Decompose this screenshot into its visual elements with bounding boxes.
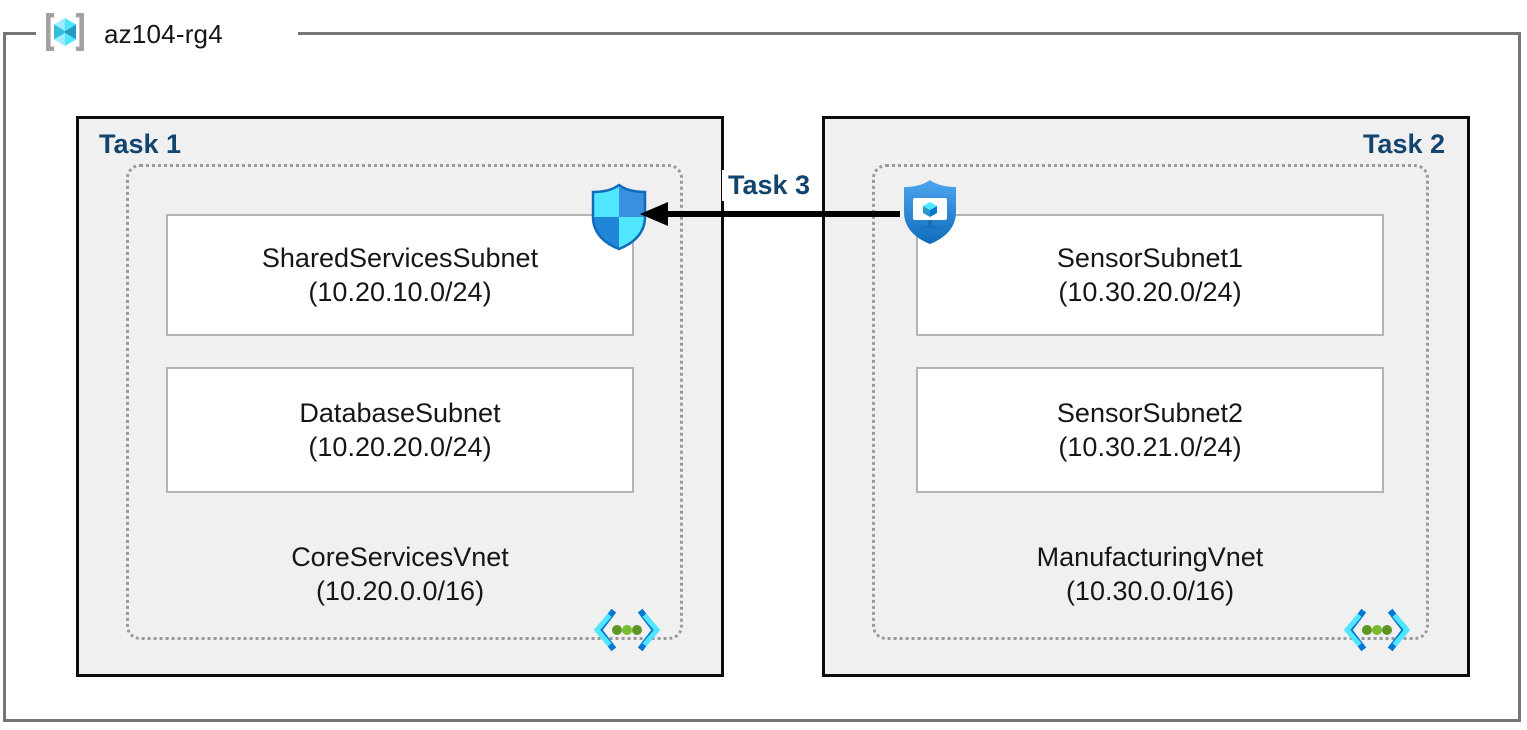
vnet-cidr: (10.20.0.0/16) (315, 576, 485, 607)
subnet-cidr: (10.30.20.0/24) (1058, 277, 1242, 307)
subnet-name: DatabaseSubnet (299, 397, 501, 428)
resource-group-frame (3, 32, 1521, 722)
vnet-cidr: (10.30.0.0/16) (1065, 576, 1235, 607)
task-3-label: Task 3 (722, 170, 817, 201)
subnet-databasesubnet[interactable]: DatabaseSubnet (10.20.20.0/24) (166, 367, 634, 493)
task-2-label: Task 2 (1362, 129, 1445, 159)
resource-group-header: az104-rg4 (40, 6, 223, 62)
subnet-cidr: (10.30.21.0/24) (1058, 432, 1242, 462)
vnet-manufacturingvnet-boundary (872, 164, 1429, 640)
vnet-name: ManufacturingVnet (1036, 542, 1264, 572)
vnet-coreservicesvnet-boundary (126, 164, 683, 640)
virtual-network-icon (1343, 608, 1411, 652)
subnet-cidr: (10.20.10.0/24) (308, 277, 492, 307)
subnet-sensorsubnet1[interactable]: SensorSubnet1 (10.30.20.0/24) (916, 214, 1384, 336)
vnet-name: CoreServicesVnet (291, 542, 509, 572)
subnet-sharedservicessubnet[interactable]: SharedServicesSubnet (10.20.10.0/24) (166, 214, 634, 336)
left-arrow-icon (638, 198, 906, 230)
subnet-sensorsubnet2[interactable]: SensorSubnet2 (10.30.21.0/24) (916, 367, 1384, 493)
subnet-name: SensorSubnet1 (1056, 242, 1244, 273)
vnet-manufacturingvnet-caption: ManufacturingVnet (10.30.0.0/16) (916, 540, 1384, 608)
network-security-group-icon (899, 178, 961, 246)
shield-icon (588, 183, 650, 251)
subnet-name: SensorSubnet2 (1056, 397, 1244, 428)
resource-group-name: az104-rg4 (104, 18, 223, 49)
task-1-label: Task 1 (99, 129, 182, 159)
virtual-network-icon (593, 608, 661, 652)
azure-resource-group-icon (40, 7, 90, 62)
vnet-coreservicesvnet-caption: CoreServicesVnet (10.20.0.0/16) (166, 540, 634, 608)
subnet-name: SharedServicesSubnet (261, 242, 539, 273)
subnet-cidr: (10.20.20.0/24) (308, 432, 492, 462)
